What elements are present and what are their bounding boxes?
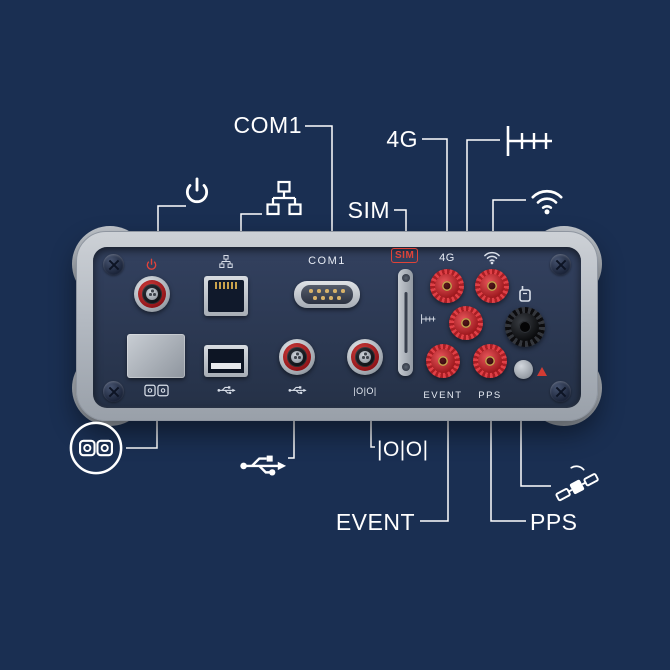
connector-core [291, 351, 303, 363]
ethernet-pins [215, 282, 237, 289]
serial-io-lemo-connector [347, 339, 383, 375]
panel-screw [103, 381, 124, 402]
panel-label-com1: COM1 [308, 255, 346, 267]
ground-stud [514, 360, 533, 379]
power-connector [134, 276, 170, 312]
callout-line-satellite [520, 419, 551, 487]
panel-label-4g: 4G [439, 252, 455, 264]
panel-screw [550, 381, 571, 402]
callout-line-com1 [305, 125, 333, 240]
panel-screw [103, 254, 124, 275]
panel-label-event: EVENT [423, 390, 463, 401]
callout-label-sim: SIM [347, 197, 390, 223]
wifi-antenna-connector [475, 269, 509, 303]
callout-line-serial-io [370, 419, 375, 448]
ethernet-port [204, 276, 248, 316]
camera-ports-mini-icon [144, 384, 169, 397]
callout-label-event: EVENT [335, 509, 415, 535]
uhf-antenna-connector [449, 306, 483, 340]
callout-line-usb [288, 419, 295, 459]
ethernet-mini-icon [219, 255, 233, 268]
com1-face [301, 285, 353, 304]
usb-icon [240, 455, 287, 476]
panel-label-sim: SIM [391, 248, 419, 263]
usb-mini-icon [217, 386, 236, 395]
panel-label-pps: PPS [478, 390, 502, 401]
callout-label-4g: 4G [386, 126, 418, 152]
ethernet-icon [266, 180, 302, 216]
connector-core [146, 288, 158, 300]
wifi-icon [531, 189, 563, 215]
usb-cavity [208, 349, 244, 373]
4g-antenna-connector [430, 269, 464, 303]
wifi-mini-icon [484, 251, 500, 265]
uhf-antenna-mini-icon [421, 314, 436, 324]
uhf-antenna-icon [506, 126, 552, 156]
usb-lemo-connector [279, 339, 315, 375]
callout-line-4g [422, 138, 448, 246]
warning-triangle-icon [537, 367, 547, 376]
power-glyph-icon [146, 258, 157, 270]
com1-port [294, 281, 360, 308]
panel-screw [550, 254, 571, 275]
callout-line-camera-ports [126, 419, 158, 449]
camera-ports-icon [69, 421, 123, 475]
callout-label-com1: COM1 [233, 112, 302, 138]
callout-line-event [420, 419, 449, 522]
radio-mini-icon [519, 286, 531, 302]
satellite-icon [555, 465, 599, 502]
callout-line-wifi [492, 199, 526, 245]
callout-line-pps [490, 419, 526, 522]
radio-antenna-connector [505, 307, 545, 347]
event-connector [426, 344, 460, 378]
callout-label-pps: PPS [530, 509, 578, 535]
panel-label-serial-io: |O|O| [353, 386, 377, 396]
usb-mini-icon-2 [288, 386, 307, 395]
power-icon [185, 177, 209, 204]
callout-label-serial-io: |O|O| [377, 438, 429, 461]
sim-card-slot [398, 269, 413, 376]
usb-tongue [211, 363, 241, 369]
pps-connector [473, 344, 507, 378]
usb-a-port [204, 345, 248, 377]
blank-cover-plate [127, 334, 185, 378]
callout-line-uhf-antenna [466, 139, 500, 237]
connector-core [359, 351, 371, 363]
sim-slit [404, 292, 407, 353]
